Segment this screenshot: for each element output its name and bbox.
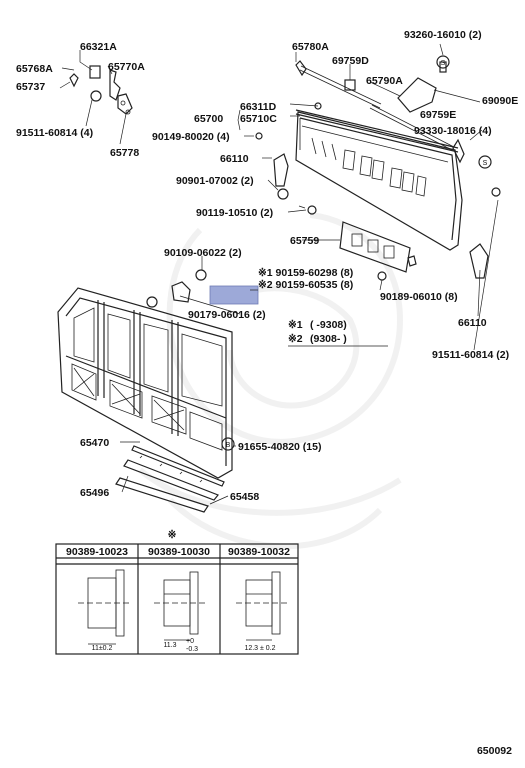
dim-2-tol-plus: +0 <box>186 638 194 645</box>
label-91511-60814-right: 91511-60814 (2) <box>432 349 509 361</box>
label-65700: 65700 <box>194 113 223 125</box>
note1-text: ( -9308) <box>310 319 347 331</box>
tailgate-cables <box>295 60 465 164</box>
label-65778: 65778 <box>110 147 139 159</box>
table-mark: ※ <box>168 529 177 541</box>
label-90109: 90109-06022 (2) <box>164 247 242 259</box>
rear-frame <box>57 269 259 479</box>
label-90119: 90119-10510 (2) <box>196 207 273 219</box>
label-66110-right: 66110 <box>458 317 487 329</box>
tailgate-hardware <box>255 102 501 279</box>
label-69759d: 69759D <box>332 55 369 67</box>
label-90149: 90149-80020 (4) <box>152 131 230 143</box>
table-col-3: 90389-10032 <box>228 546 290 558</box>
dim-3: 12.3 ± 0.2 <box>244 645 275 652</box>
label-65737: 65737 <box>16 81 45 93</box>
label-65710c: 65710C <box>240 113 277 125</box>
leader-lines <box>59 43 499 505</box>
label-93330: 93330-18016 (4) <box>414 125 492 137</box>
sill-rails <box>115 445 225 513</box>
symbol-b: B <box>226 442 231 449</box>
label-93260: 93260-16010 (2) <box>404 29 482 41</box>
label-90189: 90189-06010 (8) <box>380 291 458 303</box>
label-90179: 90179-06016 (2) <box>188 309 266 321</box>
label-65790a: 65790A <box>366 75 403 87</box>
note1-mark: ※1 <box>288 319 303 331</box>
dim-2: 11.3 <box>163 642 176 649</box>
dimension-table: ※ 90389-10023 90389-10030 90389-10032 11… <box>55 529 299 655</box>
tailgate-panel <box>295 109 463 251</box>
dim-1: 11±0.2 <box>92 645 113 652</box>
label-91655: 91655-40820 (15) <box>238 441 321 453</box>
label-65496: 65496 <box>80 487 109 499</box>
table-col-2: 90389-10030 <box>148 546 210 558</box>
symbols: S S B <box>221 55 492 451</box>
watermark-emblem <box>138 212 404 550</box>
note2-text: (9308- ) <box>310 333 347 345</box>
label-65759: 65759 <box>290 235 319 247</box>
table-col-1: 90389-10023 <box>66 546 128 558</box>
latch-assembly-left <box>69 65 133 115</box>
diagram-code: 650092 <box>477 745 512 757</box>
label-90159-2: ※2 90159-60535 (8) <box>258 279 353 291</box>
label-66110-top: 66110 <box>220 153 249 165</box>
label-66321a: 66321A <box>80 41 117 53</box>
label-65770a: 65770A <box>108 61 145 73</box>
notes-block: ※1 ( -9308) ※2 (9308- ) <box>288 319 388 347</box>
highlight-box <box>209 285 259 305</box>
label-90159-1: ※1 90159-60298 (8) <box>258 267 353 279</box>
symbol-s-1: S <box>441 60 446 67</box>
label-90901: 90901-07002 (2) <box>176 175 254 187</box>
label-65768a: 65768A <box>16 63 53 75</box>
label-65470: 65470 <box>80 437 109 449</box>
fastener-drawing-2: 11.3 +0 -0.3 <box>154 571 206 653</box>
label-65458: 65458 <box>230 491 259 503</box>
label-65780a: 65780A <box>292 41 329 53</box>
label-66311d: 66311D <box>240 101 277 113</box>
label-69759e: 69759E <box>420 109 456 121</box>
label-69090e: 69090E <box>482 95 518 107</box>
label-91511-60814-left: 91511-60814 (4) <box>16 127 93 139</box>
fastener-drawing-3: 12.3 ± 0.2 <box>236 571 290 652</box>
symbol-s-2: S <box>483 160 488 167</box>
note2-mark: ※2 <box>288 333 303 345</box>
dim-2-tol-minus: -0.3 <box>186 646 198 653</box>
fastener-drawing-1: 11±0.2 <box>78 569 132 652</box>
